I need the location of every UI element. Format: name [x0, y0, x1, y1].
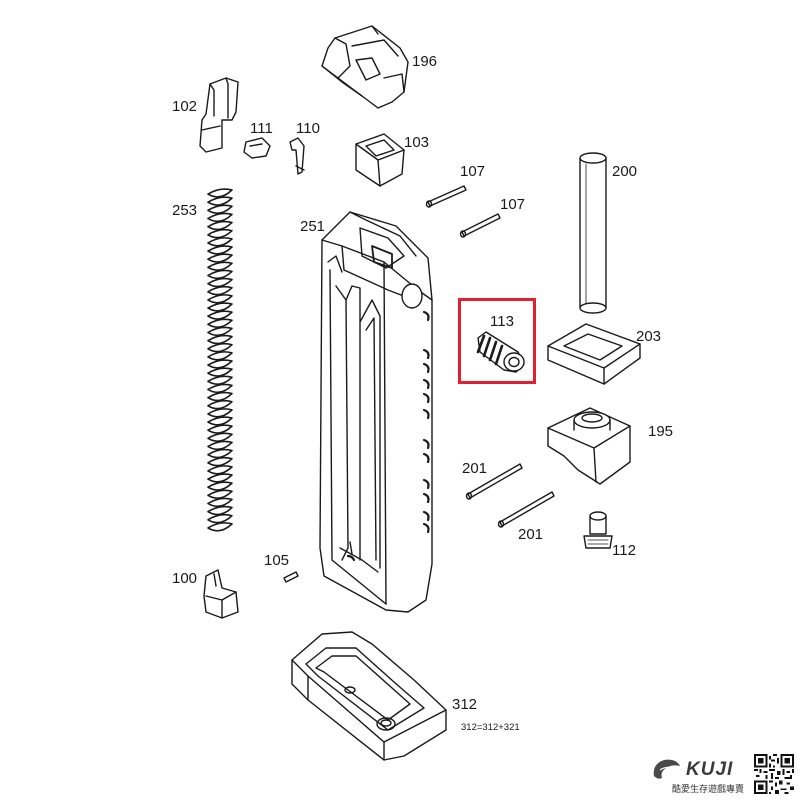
part-111-latch	[243, 137, 271, 159]
part-201-pin-a	[465, 463, 523, 500]
spring-coil	[207, 310, 233, 320]
spring-coil	[207, 188, 233, 198]
part-label-110: 110	[296, 120, 320, 137]
part-label-201b: 201	[518, 526, 544, 543]
spring-coil	[207, 359, 233, 369]
spring-coil	[207, 448, 233, 459]
brand-logo-text: KUJI	[686, 759, 734, 780]
part-103-gasket	[355, 133, 405, 187]
part-107-pin-a	[425, 185, 467, 208]
spring-coil	[207, 342, 233, 353]
spring-coil	[207, 220, 233, 231]
part-label-195: 195	[648, 423, 674, 440]
part-105-small-pin	[283, 571, 299, 583]
spring-coil	[207, 261, 233, 271]
part-102-follower	[199, 77, 239, 153]
part-label-103: 103	[404, 134, 430, 151]
part-label-196: 196	[412, 53, 438, 70]
part-203-seal	[547, 323, 641, 385]
spring-coil	[207, 522, 233, 532]
spring-coil	[207, 424, 233, 434]
spring-coil	[207, 351, 233, 361]
spring-coil	[207, 318, 233, 328]
part-label-107a: 107	[460, 163, 486, 180]
part-100-catch	[203, 569, 239, 619]
spring-coil	[207, 383, 233, 394]
part-200-tube	[579, 152, 607, 314]
spring-coil	[207, 302, 233, 312]
spring-coil	[207, 440, 233, 451]
brand-logo-icon	[653, 759, 680, 779]
part-label-201a: 201	[462, 460, 488, 477]
part-label-112: 112	[612, 542, 636, 559]
spring-coil	[207, 473, 233, 483]
spring-coil	[207, 237, 233, 247]
qr-code-icon	[754, 754, 794, 794]
part-label-111: 111	[250, 120, 273, 137]
part-251-mag-body	[319, 211, 433, 613]
part-312-baseplate	[291, 631, 447, 761]
part-253-spring	[207, 188, 233, 532]
spring-coil	[207, 391, 233, 402]
spring-coil	[207, 497, 233, 508]
spring-coil	[207, 465, 233, 475]
spring-coil	[207, 245, 233, 255]
part-113-valve	[476, 331, 525, 373]
spring-coil	[207, 277, 233, 288]
spring-coil	[207, 285, 233, 296]
spring-coil	[207, 416, 233, 426]
spring-coil	[207, 334, 233, 345]
assembly-note: 312=312+321	[461, 722, 520, 733]
part-label-200: 200	[612, 163, 638, 180]
part-label-100: 100	[172, 570, 198, 587]
spring-coil	[207, 212, 233, 223]
part-label-102: 102	[172, 98, 198, 115]
spring-coil	[207, 432, 233, 442]
part-110-clip	[289, 137, 305, 175]
spring-coil	[207, 513, 233, 524]
spring-coil	[207, 269, 233, 280]
part-label-253: 253	[172, 202, 198, 219]
spring-coil	[207, 196, 233, 206]
part-label-203: 203	[636, 328, 662, 345]
highlight-box-113	[458, 298, 536, 384]
part-195-valve-body	[547, 407, 631, 485]
spring-coil	[207, 367, 233, 377]
spring-coil	[207, 228, 233, 239]
spring-coil	[207, 456, 233, 467]
spring-coil	[207, 253, 233, 263]
spring-coil	[207, 326, 233, 337]
spring-coil	[207, 294, 233, 304]
spring-coil	[207, 408, 233, 418]
spring-coil	[207, 489, 233, 499]
part-label-105: 105	[264, 552, 290, 569]
part-label-251: 251	[300, 218, 326, 235]
spring-coil	[207, 375, 233, 385]
part-label-107b: 107	[500, 196, 526, 213]
spring-coil	[207, 399, 233, 410]
part-196-feed-lip	[321, 25, 409, 109]
part-201-pin-b	[497, 491, 555, 528]
spring-coil	[207, 505, 233, 516]
part-label-113: 113	[490, 313, 514, 330]
part-107-pin-b	[459, 213, 501, 238]
spring-coil	[207, 481, 233, 491]
brand-tagline: 酷愛生存遊戲專賣	[672, 784, 745, 794]
spring-coil	[207, 204, 233, 214]
round-count-markings	[346, 310, 430, 562]
part-label-312: 312	[452, 696, 478, 713]
part-112-fill-valve	[583, 511, 613, 549]
